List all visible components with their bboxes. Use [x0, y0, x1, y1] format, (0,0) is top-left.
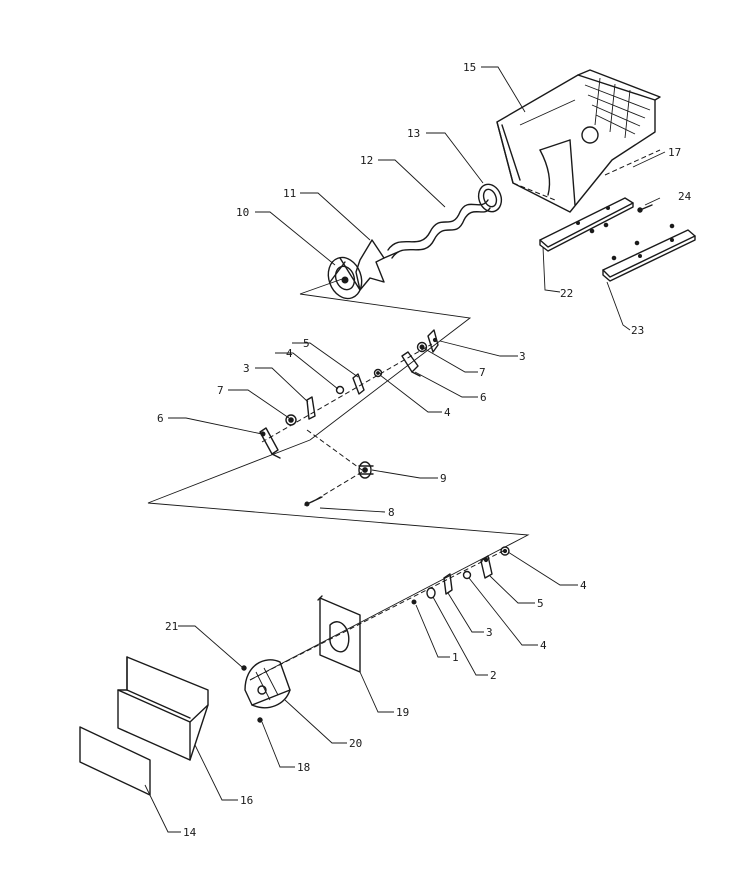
bracket-part-3-mid: [306, 396, 316, 420]
axis-zigzag-lower: [147, 439, 530, 681]
pin-part-1: [411, 599, 417, 605]
screw: [634, 240, 640, 246]
bushing-part-7-mid: [285, 414, 297, 426]
callout-4-lower-right: 4: [580, 579, 587, 592]
axis-line-9: [306, 429, 363, 471]
callout-1: 1: [452, 651, 459, 664]
callout-4-lower: 4: [540, 639, 547, 652]
callout-16: 16: [240, 794, 253, 807]
arm-part-5-upper: [352, 373, 365, 395]
leader-lines: [144, 66, 666, 833]
callout-7-upper: 7: [479, 366, 486, 379]
callout-8: 8: [388, 506, 395, 519]
washer-part-4-mid: [335, 385, 345, 395]
callout-13: 13: [407, 127, 420, 140]
callout-21: 21: [165, 620, 178, 633]
axis-line-17: [604, 149, 661, 176]
screw: [603, 222, 609, 228]
callout-15: 15: [463, 61, 476, 74]
screw: [669, 223, 675, 229]
callout-5-lower: 5: [537, 597, 544, 610]
screw-part-24: [637, 204, 653, 213]
callout-19: 19: [396, 706, 409, 719]
washer-part-4-upper: [373, 368, 383, 378]
callout-5-upper: 5: [303, 337, 310, 350]
ring-part-13: [477, 183, 503, 213]
callout-6-upper: 6: [480, 391, 487, 404]
cover-part-16: [117, 656, 209, 761]
axis-line-8: [311, 471, 363, 503]
callout-11: 11: [283, 187, 296, 200]
callout-3-mid: 3: [243, 362, 250, 375]
gear-part-9: [358, 461, 374, 479]
screw-part-21: [241, 665, 247, 671]
washer-part-2: [426, 587, 436, 599]
callout-12: 12: [360, 154, 373, 167]
callout-2: 2: [490, 669, 497, 682]
callout-3-lower: 3: [486, 626, 493, 639]
callout-20: 20: [349, 737, 362, 750]
callout-4-upper: 4: [286, 347, 293, 360]
callout-10: 10: [236, 206, 249, 219]
lever-part-6-upper: [401, 351, 421, 377]
screw: [589, 228, 595, 234]
callout-17: 17: [668, 146, 681, 159]
lever-part-6-lower: [259, 427, 281, 459]
axis-zigzag: [299, 293, 472, 441]
callout-7-mid: 7: [217, 384, 224, 397]
callout-24: 24: [678, 190, 692, 203]
pin-part-8: [304, 496, 323, 507]
callout-18: 18: [297, 761, 310, 774]
arm-part-5-lower: [480, 555, 493, 579]
bracket-part-3-lower: [443, 573, 453, 595]
callout-6-lower: 6: [157, 412, 164, 425]
axis-line-lower: [249, 549, 506, 681]
callout-22: 22: [560, 287, 573, 300]
washer-part-4-lower-b: [462, 570, 472, 580]
bracket-part-3-upper: [427, 329, 439, 353]
washer-part-4-lower: [500, 546, 510, 556]
screw-part-18: [257, 717, 263, 723]
callout-23: 23: [631, 324, 644, 337]
callout-3-upper: 3: [519, 350, 526, 363]
ice-bucket-part-15: [496, 69, 661, 213]
blade-part-11: [355, 239, 399, 291]
rail-part-22: [539, 197, 634, 252]
housing-part-20: [244, 659, 291, 709]
bushing-part-7-upper: [416, 341, 428, 353]
callout-14: 14: [183, 826, 197, 839]
auger-spring-part-12: [387, 199, 491, 259]
rail-part-23: [602, 229, 696, 282]
callout-9: 9: [440, 472, 447, 485]
callout-labels: 15 13 12 11 10 17 24 22 23 3 7 5 4 6 4 3…: [157, 61, 692, 839]
axis-line: [299, 277, 346, 295]
axis-line-middle: [261, 343, 433, 443]
callout-4-mid: 4: [444, 406, 451, 419]
screw: [611, 255, 617, 261]
